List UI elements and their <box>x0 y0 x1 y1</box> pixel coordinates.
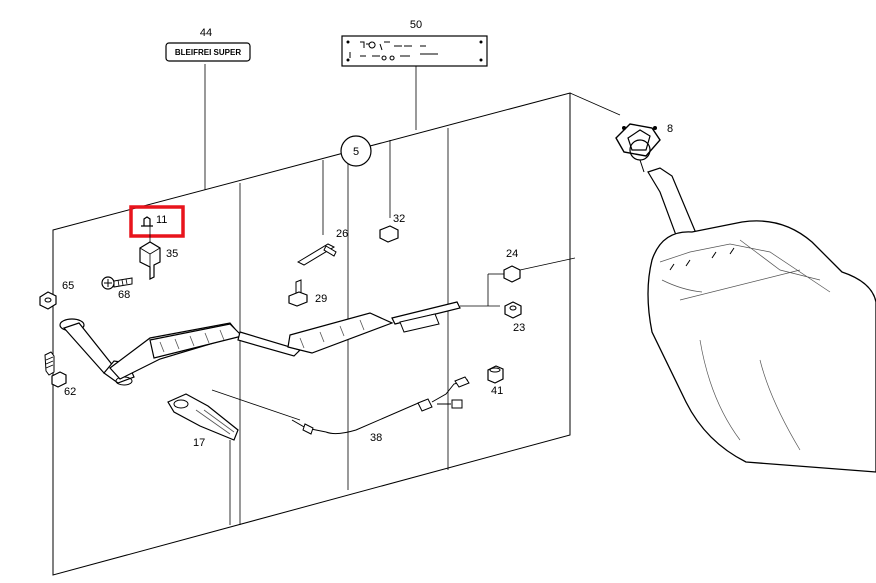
label-35: 35 <box>166 248 178 260</box>
part-8-tank-flange[interactable] <box>615 123 661 173</box>
exhaust-pipe-assembly[interactable] <box>59 301 500 386</box>
part-38-oxygen-sensor[interactable] <box>211 376 470 435</box>
part-35-bracket[interactable] <box>139 226 161 280</box>
part-41-sleeve[interactable] <box>487 365 504 384</box>
label-44: 44 <box>200 27 212 39</box>
label-32: 32 <box>393 213 405 225</box>
label-65: 65 <box>62 280 74 292</box>
label-5: 5 <box>353 146 359 158</box>
part-50-info-plate[interactable] <box>341 35 488 130</box>
label-41: 41 <box>491 385 503 397</box>
label-38: 38 <box>370 432 382 444</box>
part-32-mount[interactable] <box>379 225 399 243</box>
highlight-box <box>129 205 185 238</box>
part-11-nut[interactable]: 11 <box>129 205 185 238</box>
part-24-hanger[interactable] <box>487 257 576 306</box>
fuel-tank[interactable] <box>647 167 876 473</box>
part-62-stud[interactable] <box>44 351 67 388</box>
callout-5[interactable]: 5 <box>322 135 391 235</box>
label-23: 23 <box>513 322 525 334</box>
label-68: 68 <box>118 289 130 301</box>
label-50: 50 <box>410 19 422 31</box>
label-24: 24 <box>506 248 518 260</box>
part-26-bracket[interactable] <box>296 243 337 266</box>
part-44-fuel-label[interactable]: BLEIFREI SUPER <box>165 42 251 190</box>
label-8: 8 <box>667 123 673 135</box>
part-29-bolt[interactable] <box>288 279 308 307</box>
part-17-heat-shield[interactable] <box>167 393 239 525</box>
label-17: 17 <box>193 437 205 449</box>
label-29: 29 <box>315 293 327 305</box>
fuel-label-text: BLEIFREI SUPER <box>175 48 241 57</box>
part-65-nut[interactable] <box>39 275 57 310</box>
label-26: 26 <box>336 228 348 240</box>
part-23-mount[interactable] <box>504 301 522 319</box>
part-68-screw[interactable] <box>101 276 133 290</box>
label-11: 11 <box>156 214 167 226</box>
label-62: 62 <box>64 386 76 398</box>
